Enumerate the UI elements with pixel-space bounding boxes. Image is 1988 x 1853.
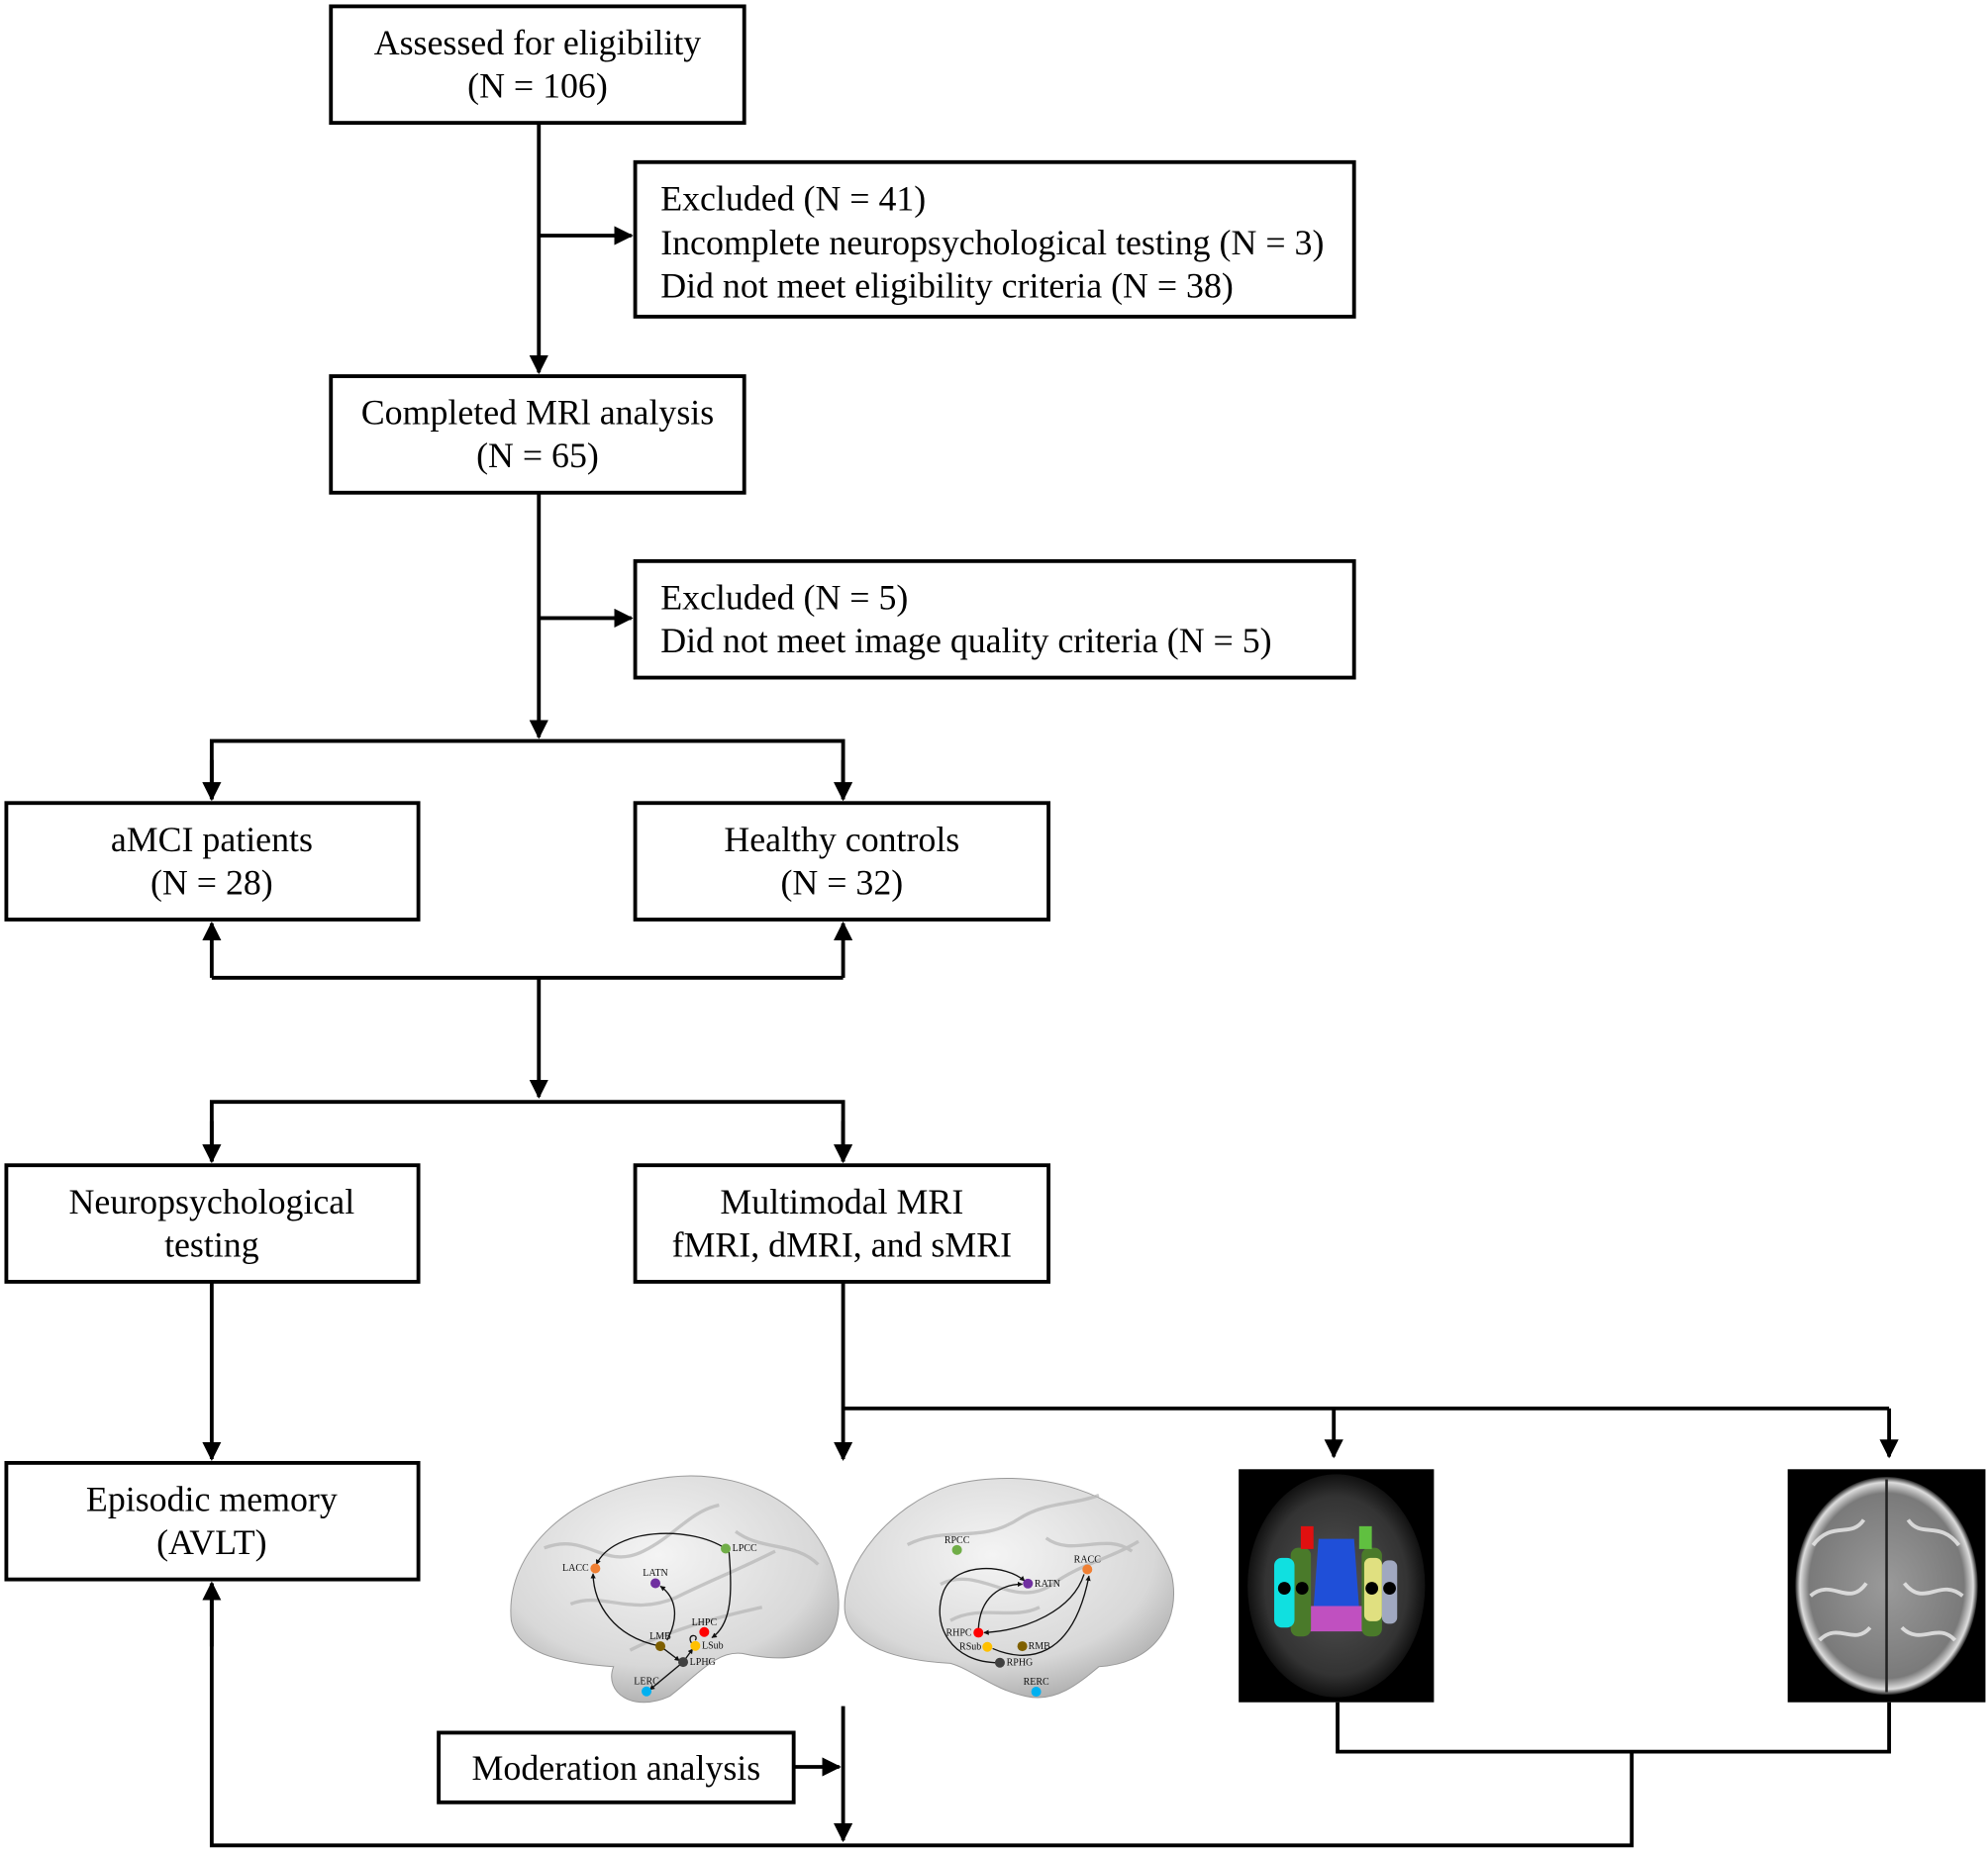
assessed-count: (N = 106) (467, 66, 608, 106)
label-lacc: LACC (562, 1563, 589, 1574)
mri-line1: Multimodal MRI (720, 1182, 963, 1221)
node-rmb (1017, 1641, 1028, 1652)
label-lhpc: LHPC (692, 1617, 718, 1628)
label-rphg: RPHG (1007, 1658, 1034, 1669)
label-ratn: RATN (1035, 1579, 1060, 1590)
node-lpcc (721, 1543, 732, 1554)
label-lsub: LSub (702, 1641, 724, 1652)
moderation-label: Moderation analysis (472, 1748, 761, 1788)
label-rmb: RMB (1029, 1641, 1051, 1652)
node-lhpc (699, 1626, 710, 1637)
memory-line1: Episodic memory (86, 1480, 338, 1519)
node-rphg (994, 1657, 1005, 1668)
label-lphg: LPHG (690, 1657, 716, 1668)
memory-box: Episodic memory (AVLT) (4, 1460, 421, 1582)
node-rpcc (951, 1544, 962, 1555)
moderation-box: Moderation analysis (437, 1730, 796, 1804)
node-lsub (690, 1640, 701, 1651)
mri-line2: fMRI, dMRI, and sMRI (672, 1224, 1013, 1264)
mri-box: Multimodal MRI fMRI, dMRI, and sMRI (633, 1163, 1050, 1284)
label-lmb: LMB (649, 1631, 671, 1642)
node-rerc (1031, 1687, 1042, 1698)
label-racc: RACC (1074, 1554, 1102, 1565)
node-rhpc (973, 1627, 984, 1638)
controls-count: (N = 32) (780, 862, 903, 902)
node-lmb (655, 1641, 666, 1652)
assessed-title: Assessed for eligibility (374, 23, 702, 62)
excluded1-title: Excluded (N = 41) (660, 178, 926, 218)
controls-title: Healthy controls (724, 820, 959, 859)
left-nodes: LACC LATN LPCC LHPC LSub LMB LPHG LERC (562, 1543, 757, 1697)
node-racc (1082, 1564, 1093, 1575)
label-rsub: RSub (959, 1642, 981, 1653)
amci-box: aMCI patients (N = 28) (4, 801, 421, 922)
label-lerc: LERC (634, 1677, 659, 1688)
t1-mri-image (1787, 1469, 1986, 1703)
excluded-box-2: Excluded (N = 5) Did not meet image qual… (633, 558, 1356, 680)
completed-title: Completed MRl analysis (361, 393, 714, 433)
right-nodes: RPCC RACC RATN RHPC RSub RMB RPHG RERC (944, 1535, 1102, 1698)
left-hemisphere-image: LACC LATN LPCC LHPC LSub LMB LPHG LERC (510, 1475, 840, 1704)
memory-line2: (AVLT) (156, 1522, 267, 1562)
node-rsub (982, 1641, 993, 1652)
label-rpcc: RPCC (944, 1535, 970, 1546)
completed-count: (N = 65) (476, 436, 599, 475)
node-latn (650, 1578, 661, 1589)
neuro-box: Neuropsychological testing (4, 1163, 421, 1284)
node-lerc (642, 1686, 652, 1697)
right-connections (939, 1567, 1091, 1664)
label-lpcc: LPCC (733, 1543, 757, 1554)
dti-image (1239, 1469, 1435, 1703)
node-lacc (590, 1563, 601, 1574)
controls-box: Healthy controls (N = 32) (633, 801, 1050, 922)
completed-box: Completed MRl analysis (N = 65) (329, 374, 746, 495)
excluded2-title: Excluded (N = 5) (660, 577, 908, 617)
assessed-box: Assessed for eligibility (N = 106) (329, 4, 746, 126)
node-ratn (1023, 1578, 1034, 1589)
amci-title: aMCI patients (111, 820, 313, 859)
label-rerc: RERC (1024, 1677, 1049, 1688)
neuro-line2: testing (164, 1224, 259, 1264)
excluded-box-1: Excluded (N = 41) Incomplete neuropsycho… (633, 159, 1356, 319)
excluded1-reason2: Did not meet eligibility criteria (N = 3… (660, 266, 1234, 306)
label-rhpc: RHPC (946, 1627, 972, 1638)
neuro-line1: Neuropsychological (69, 1182, 355, 1221)
amci-count: (N = 28) (150, 862, 273, 902)
node-lphg (678, 1657, 689, 1668)
connectors (202, 123, 1899, 1848)
excluded1-reason1: Incomplete neuropsychological testing (N… (660, 223, 1324, 262)
right-hemisphere-image: RPCC RACC RATN RHPC RSub RMB RPHG RERC (844, 1477, 1175, 1699)
label-latn: LATN (643, 1568, 668, 1579)
excluded2-reason: Did not meet image quality criteria (N =… (660, 621, 1271, 660)
